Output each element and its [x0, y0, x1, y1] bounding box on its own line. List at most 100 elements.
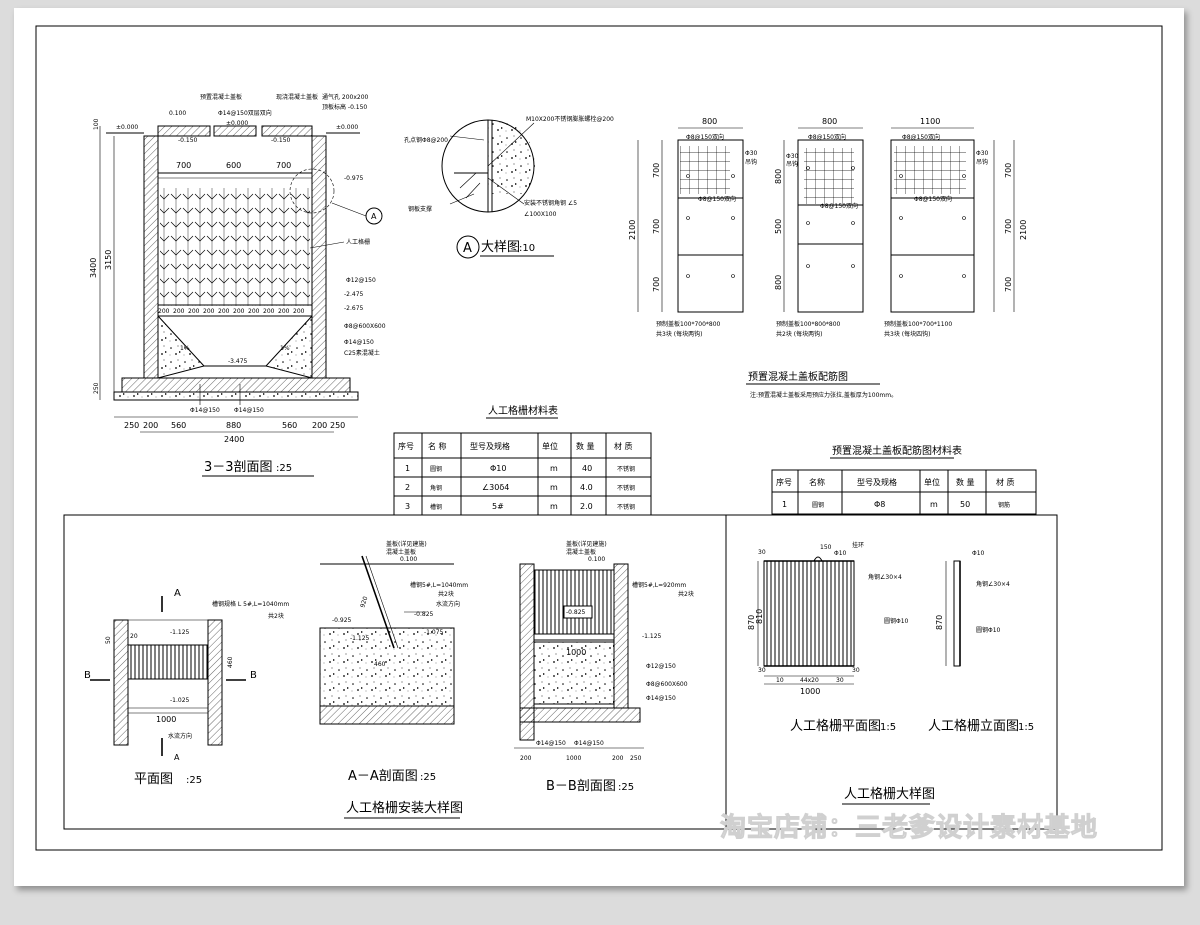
table-header: 数 量 [956, 477, 975, 487]
detail-title: 大样图 [481, 240, 520, 255]
bb-dim: 250 [630, 755, 642, 762]
grid-dim: 200 [218, 308, 230, 315]
table-cell: 3 [405, 502, 410, 511]
aa-label: -1.075 [424, 629, 444, 636]
level-label: -0.150 [178, 137, 198, 144]
install-detail-box [63, 514, 1058, 830]
table-title: 人工格栅材料表 [488, 404, 558, 417]
right-label: C25素混凝土 [344, 349, 380, 357]
panel-count: 共3块 (每块四钩) [884, 330, 930, 338]
bb-dim: 200 [520, 755, 532, 762]
section-scale: :25 [276, 463, 292, 474]
aa-label: -1.125 [350, 635, 370, 642]
table-cell: Φ10 [490, 464, 506, 473]
detail-label: 安装不锈钢角钢 ∠5 [524, 199, 577, 207]
table-cell: m [550, 483, 558, 492]
section-mark: B [84, 670, 91, 681]
table-cell: 50 [960, 500, 970, 509]
panel-hole-note: 吊钩 [786, 160, 798, 168]
view-title: A－A剖面图 [348, 769, 418, 784]
aa-label: 槽钢5#,L=1040mm [410, 581, 468, 589]
level-label: ±0.000 [116, 124, 138, 131]
panel-width: 800 [822, 117, 837, 126]
table-header: 单位 [542, 441, 558, 451]
left-dim: 3150 [104, 250, 113, 270]
aa-label: 混凝土盖板 [386, 548, 416, 556]
panel-caption: 预制盖板100*800*800 [776, 320, 841, 328]
panel-mesh: Φ8@150双向 [808, 133, 846, 141]
grid-dim: 200 [233, 308, 245, 315]
bb-dim: 200 [612, 755, 624, 762]
bb-label: Φ12@150 [646, 663, 676, 670]
left-dim: 250 [93, 382, 100, 394]
view-scale: :25 [618, 782, 634, 793]
cad-drawing: ±0.000 ±0.000 ±0.000 -0.150 -0.150 -0.97… [35, 25, 1163, 851]
level-label: -2.475 [344, 291, 364, 298]
detail-label: M10X200不锈钢膨胀螺栓@200 [526, 115, 614, 123]
materials-table-grille: 人工格栅材料表 序号 名 称 型号及规格 单位 数 量 材 质 1 圆钢 Φ10… [393, 404, 652, 516]
plan-label: 50 [105, 636, 112, 644]
top-label: Φ14@150双层双向 [218, 109, 272, 117]
bb-label: 共2块 [678, 590, 694, 598]
grille-label: 30 [758, 667, 766, 674]
bottom-dim: 250 [124, 421, 139, 430]
grid-dim: 200 [293, 308, 305, 315]
table-header: 名称 [809, 477, 825, 487]
level-label: -3.475 [228, 358, 248, 365]
panels-note: 注:预置混凝土盖板采用预应力张拉,盖板厚为100mm。 [750, 391, 897, 399]
table-cell: m [930, 500, 938, 509]
grid-dim: 200 [278, 308, 290, 315]
bottom-dim: 880 [226, 421, 241, 430]
panel-hole: Φ30 [745, 150, 758, 157]
panel-height: 700 [652, 219, 661, 234]
level-label: -0.150 [271, 137, 291, 144]
table-cell: 圆钢 [812, 501, 824, 509]
plan-label: 20 [130, 633, 138, 640]
table-cell: 2.0 [580, 502, 593, 511]
detail-marker: A [371, 212, 377, 221]
drawing-sheet: ±0.000 ±0.000 ±0.000 -0.150 -0.150 -0.97… [14, 8, 1184, 886]
grille-label: 30 [852, 667, 860, 674]
grid-dim: 200 [158, 308, 170, 315]
bottom-dim: 200 [143, 421, 158, 430]
grille-label: 角钢∠30×4 [868, 573, 902, 581]
table-cell: 4.0 [580, 483, 593, 492]
watermark: 淘宝店铺：三老爹设计素材基地 [720, 812, 1098, 843]
table-cell: 不锈钢 [617, 465, 635, 473]
bb-label: Φ8@600X600 [646, 681, 688, 688]
grille-label: 挂环 [852, 541, 864, 549]
level-label: ±0.000 [336, 124, 358, 131]
materials-table-panels: 预置混凝土盖板配筋图材料表 序号 名称 型号及规格 单位 数 量 材 质 1 圆… [771, 444, 1037, 515]
panel-height: 700 [1004, 219, 1013, 234]
bb-dim: 1000 [566, 755, 581, 762]
panel-height: 700 [652, 277, 661, 292]
table-cell: 圆钢 [430, 465, 442, 473]
plan-view: A A B B -1.125 -1.025 1000 460 20 50 槽钢规… [84, 588, 289, 787]
panel-width: 800 [702, 117, 717, 126]
grille-elev-scale: 1:5 [1018, 722, 1034, 733]
detail-label: 钢板支撑 [408, 205, 432, 213]
grille-label: Φ10 [972, 550, 985, 557]
view-title: 平面图 [134, 772, 173, 787]
top-label: 通气孔 200x200 [322, 93, 369, 101]
table-header: 序号 [398, 441, 414, 451]
table-header: 材 质 [996, 477, 1015, 487]
bb-label: Φ14@150 [646, 695, 676, 702]
panel-height: 800 [774, 275, 783, 290]
slope-label: 1% [280, 345, 290, 352]
bottom-dim: 200 [312, 421, 327, 430]
table-cell: ∠30δ4 [482, 483, 509, 492]
rebar-label: Φ14@150 [234, 407, 264, 414]
grille-label: 30 [758, 549, 766, 556]
detail-label: 孔点钢Φ8@200 [404, 136, 448, 144]
grid-dim: 200 [203, 308, 215, 315]
table-cell: 2 [405, 483, 410, 492]
right-label: Φ14@150 [344, 339, 374, 346]
panel-mesh: Φ8@150双向 [698, 195, 736, 203]
panel-height: 800 [774, 169, 783, 184]
view-scale: :25 [420, 772, 436, 783]
grille-label: 30 [836, 677, 844, 684]
table-header: 型号及规格 [857, 477, 897, 487]
grille-label: 870 [935, 615, 944, 630]
table-header: 名 称 [428, 441, 447, 451]
